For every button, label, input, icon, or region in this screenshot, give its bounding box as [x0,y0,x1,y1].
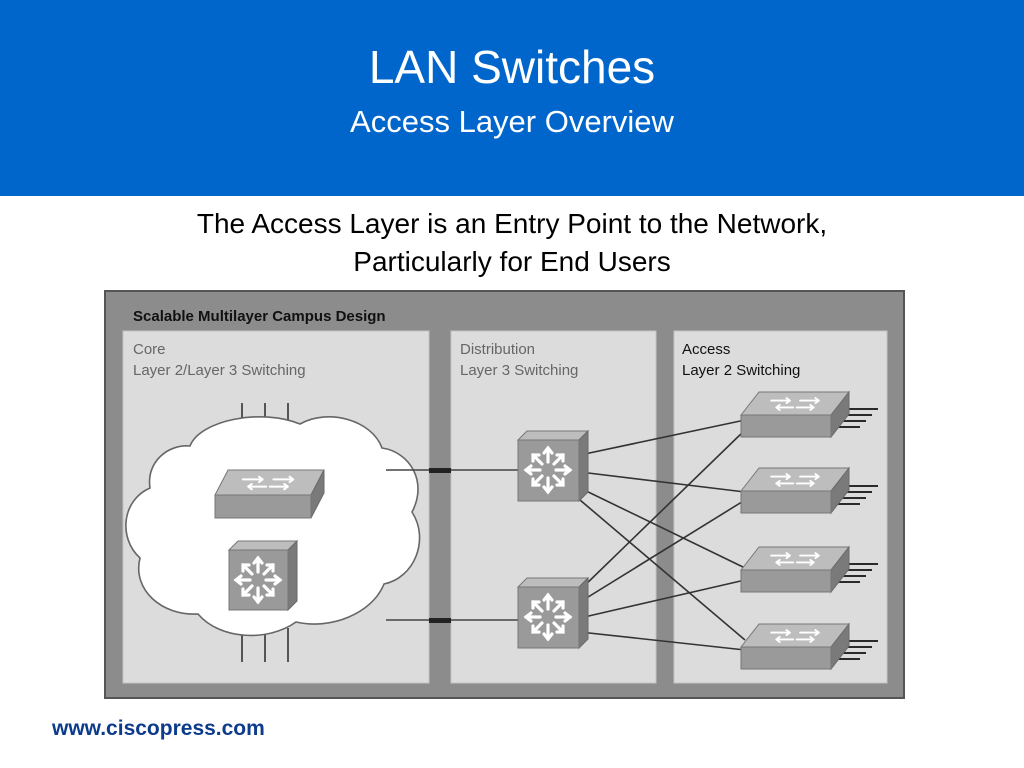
access-panel-sublabel: Layer 2 Switching [682,362,800,379]
layer2-switch-icon [739,545,878,594]
access-panel-name: Access [682,341,730,358]
slide-title: LAN Switches [368,41,656,93]
intro-line-2: Particularly for End Users [353,246,671,277]
core-cloud [125,416,421,637]
intro-line-1: The Access Layer is an Entry Point to th… [196,208,828,239]
multilayer-switch-icon [516,576,590,650]
multilayer-switch-icon [516,429,590,503]
layer2-switch-icon [739,390,878,439]
intro-text: The Access Layer is an Entry Point to th… [0,205,1024,281]
diagram-title: Scalable Multilayer Campus Design [133,308,386,325]
distribution-panel-name: Distribution [460,341,535,358]
layer2-switch-icon [739,622,878,671]
distribution-panel-sublabel: Layer 3 Switching [460,362,578,379]
slide-header: LAN Switches Access Layer Overview [0,0,1024,196]
layer2-switch-icon [214,469,325,519]
multilayer-switch-icon [227,539,299,612]
distribution-access-links [579,419,746,651]
core-distribution-links [386,468,518,623]
core-panel-name: Core [133,341,166,358]
core-panel-sublabel: Layer 2/Layer 3 Switching [133,362,306,379]
footer-url[interactable]: www.ciscopress.com [52,717,265,740]
layer2-switch-icon [739,466,878,515]
slide-subtitle: Access Layer Overview [350,104,674,139]
